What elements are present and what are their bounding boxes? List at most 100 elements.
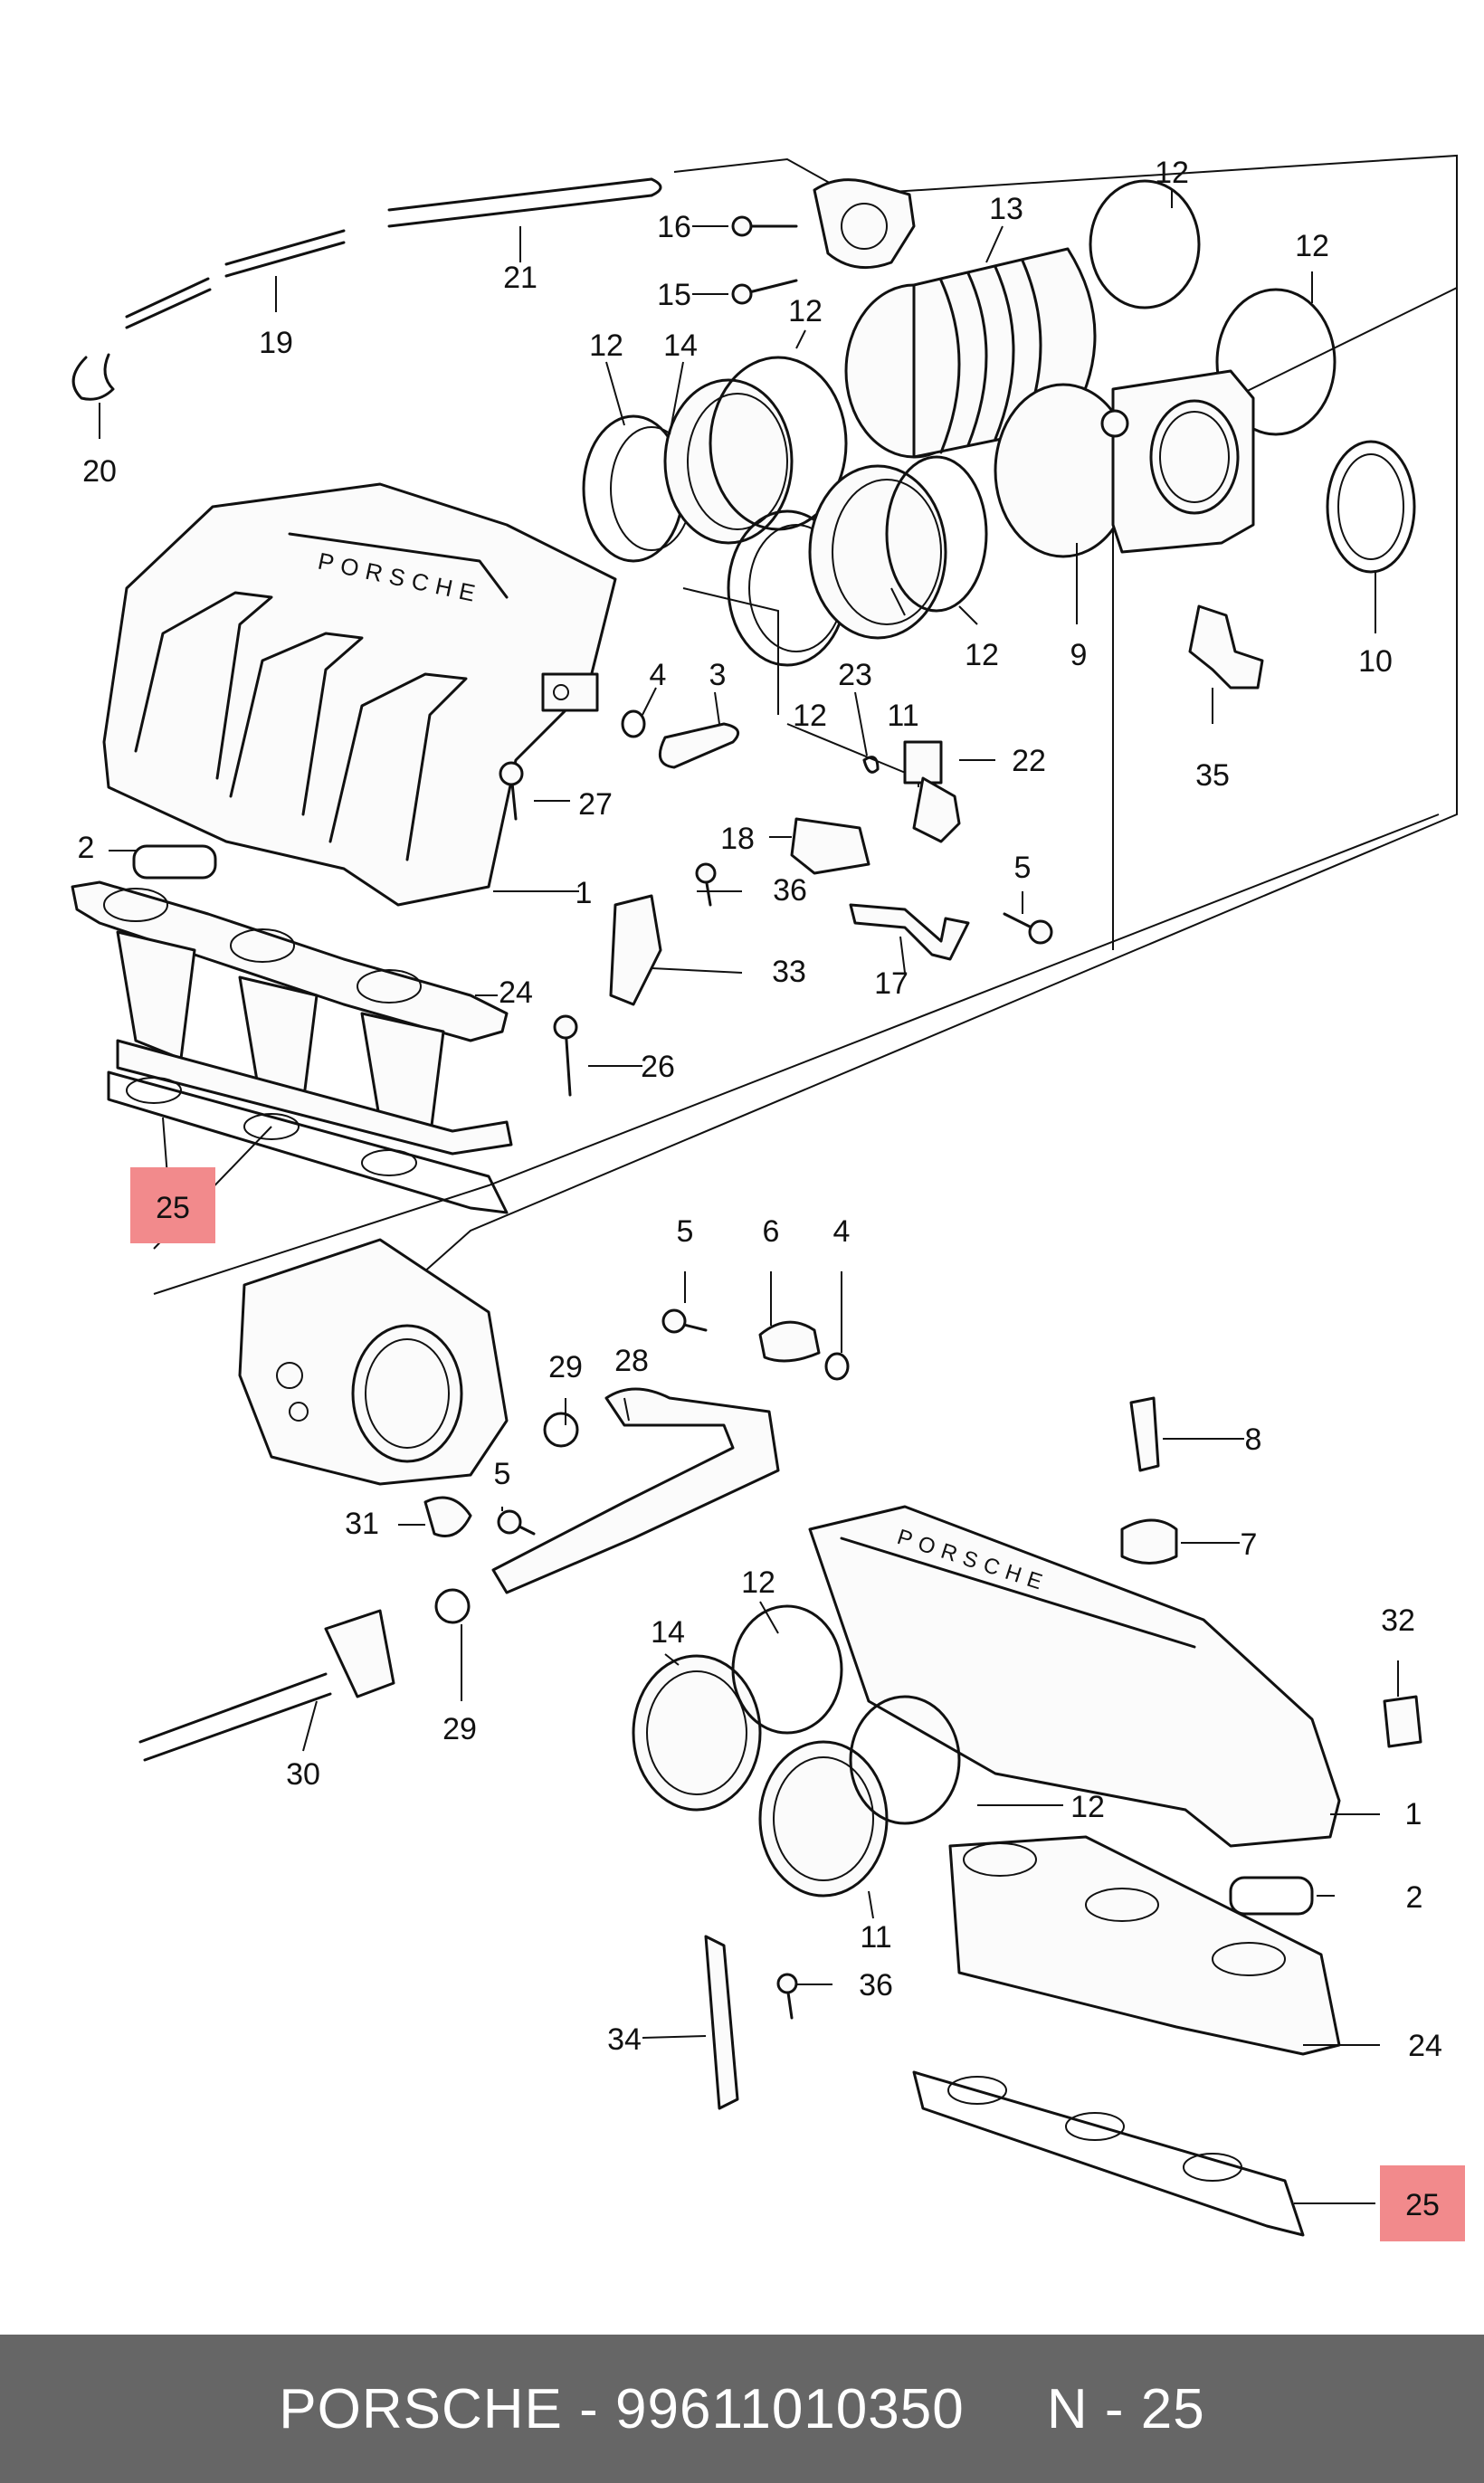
ring-4-upper xyxy=(621,709,646,738)
line-19 xyxy=(224,229,346,278)
pipe-3 xyxy=(658,722,740,769)
callout-9: 9 xyxy=(1070,638,1088,672)
footer-brand: PORSCHE xyxy=(279,2377,563,2440)
callout-23: 23 xyxy=(838,658,872,692)
callout-19: 19 xyxy=(259,326,293,360)
callout-17: 17 xyxy=(874,966,908,1001)
callout-34: 34 xyxy=(607,2022,642,2057)
callout-1-lower: 1 xyxy=(1405,1797,1422,1831)
lower-manifold-24 xyxy=(948,1835,1341,2056)
sensor-8 xyxy=(1129,1396,1160,1472)
callout-28: 28 xyxy=(614,1344,649,1378)
callout-15: 15 xyxy=(657,278,691,312)
bracket-34 xyxy=(704,1935,739,2110)
exploded-view: PORSCHE xyxy=(71,154,1465,2241)
bracket-17 xyxy=(849,903,970,961)
callout-22: 22 xyxy=(1012,744,1046,778)
callout-11-lower: 11 xyxy=(860,1920,891,1955)
grommet-7 xyxy=(1120,1518,1178,1565)
callout-24-upper: 24 xyxy=(499,975,533,1010)
clip-23 xyxy=(862,756,880,774)
callout-33: 33 xyxy=(772,955,806,989)
callout-12-h: 12 xyxy=(1070,1790,1105,1824)
callout-2-lower: 2 xyxy=(1406,1880,1423,1915)
callout-8: 8 xyxy=(1245,1422,1262,1457)
callout-32: 32 xyxy=(1381,1603,1415,1638)
parts-diagram: PORSCHE xyxy=(71,154,1465,2241)
callout-35: 35 xyxy=(1195,758,1230,793)
clamp-29-upper xyxy=(543,1412,579,1448)
upper-manifold: PORSCHE xyxy=(102,482,617,907)
manifold-lower xyxy=(808,1505,1341,1848)
footer-separator: - xyxy=(579,2377,599,2440)
clamp-29-lower xyxy=(434,1588,471,1624)
clip-32 xyxy=(1383,1695,1422,1748)
footer-part-number: 99611010350 xyxy=(615,2377,965,2440)
highlight-box-lower xyxy=(1380,2165,1465,2241)
hose-21 xyxy=(387,177,653,228)
callout-6: 6 xyxy=(763,1214,780,1249)
throttle-body-9 xyxy=(994,369,1255,558)
hose-parts xyxy=(71,177,662,401)
callout-12-e: 12 xyxy=(965,638,999,672)
callout-14-lower: 14 xyxy=(651,1615,685,1650)
callout-31: 31 xyxy=(345,1507,379,1541)
elbow-22 xyxy=(903,740,943,785)
callout-11-upper: 11 xyxy=(887,699,918,733)
gasket-2-upper xyxy=(132,844,217,880)
callout-4-lower: 4 xyxy=(833,1214,851,1249)
flange-6 xyxy=(758,1320,821,1363)
footer-gap xyxy=(965,2377,1047,2441)
callout-12-d: 12 xyxy=(589,328,623,363)
callout-3: 3 xyxy=(709,658,727,692)
hose-28 xyxy=(491,1387,780,1594)
clamp-31 xyxy=(423,1496,472,1537)
callout-26: 26 xyxy=(641,1050,675,1084)
callout-12-b: 12 xyxy=(1295,229,1329,263)
callout-21: 21 xyxy=(503,261,537,295)
callout-36-upper: 36 xyxy=(773,873,807,908)
callout-12-c: 12 xyxy=(788,294,823,328)
callout-4-upper: 4 xyxy=(650,658,667,692)
highlight-box-upper xyxy=(130,1167,215,1243)
callout-29-lower: 29 xyxy=(442,1712,477,1746)
lower-manifold-left xyxy=(71,844,513,1214)
callout-7: 7 xyxy=(1241,1527,1258,1562)
clip-35 xyxy=(1188,604,1264,690)
callout-12-g: 12 xyxy=(741,1565,775,1600)
callout-36-lower: 36 xyxy=(859,1968,893,2003)
callout-labels: 21 19 20 16 15 12 13 12 12 12 14 12 9 10… xyxy=(78,156,1442,2222)
callout-30: 30 xyxy=(286,1757,320,1792)
callout-10: 10 xyxy=(1358,644,1393,679)
callout-25-lower: 25 xyxy=(1405,2188,1440,2222)
gasket-25-lower xyxy=(912,2070,1305,2237)
callout-24-lower: 24 xyxy=(1408,2029,1442,2063)
footer-position-label: N - 25 xyxy=(1046,2377,1205,2440)
valve-16 xyxy=(813,178,916,270)
callout-12-f: 12 xyxy=(793,699,827,733)
callout-13: 13 xyxy=(989,192,1023,226)
bracket-33 xyxy=(609,894,662,1006)
gasket-25-upper xyxy=(107,1070,509,1214)
callout-20: 20 xyxy=(82,454,117,489)
callout-25-upper: 25 xyxy=(156,1191,190,1225)
callout-14-upper: 14 xyxy=(663,328,698,363)
lower-left-parts xyxy=(138,1238,850,1762)
boots-clamps-upper xyxy=(582,179,1416,667)
valve-30 xyxy=(324,1609,395,1698)
bolt-5-upper xyxy=(1003,912,1033,929)
leader-lines xyxy=(99,190,1399,2204)
callout-27: 27 xyxy=(578,787,613,822)
callout-5-upper: 5 xyxy=(1014,851,1032,885)
callout-2-upper: 2 xyxy=(78,831,95,865)
valve-18 xyxy=(790,817,870,875)
callout-1-upper: 1 xyxy=(576,876,593,910)
lower-right-parts: PORSCHE xyxy=(632,1396,1422,2237)
callout-12-a: 12 xyxy=(1155,156,1189,190)
callout-16: 16 xyxy=(657,210,691,244)
small-parts-upper xyxy=(499,178,1264,1097)
callout-18: 18 xyxy=(720,822,755,856)
callout-5-lower2: 5 xyxy=(494,1457,511,1491)
gasket-2-lower xyxy=(1229,1876,1314,1916)
elbow-20 xyxy=(71,353,115,401)
